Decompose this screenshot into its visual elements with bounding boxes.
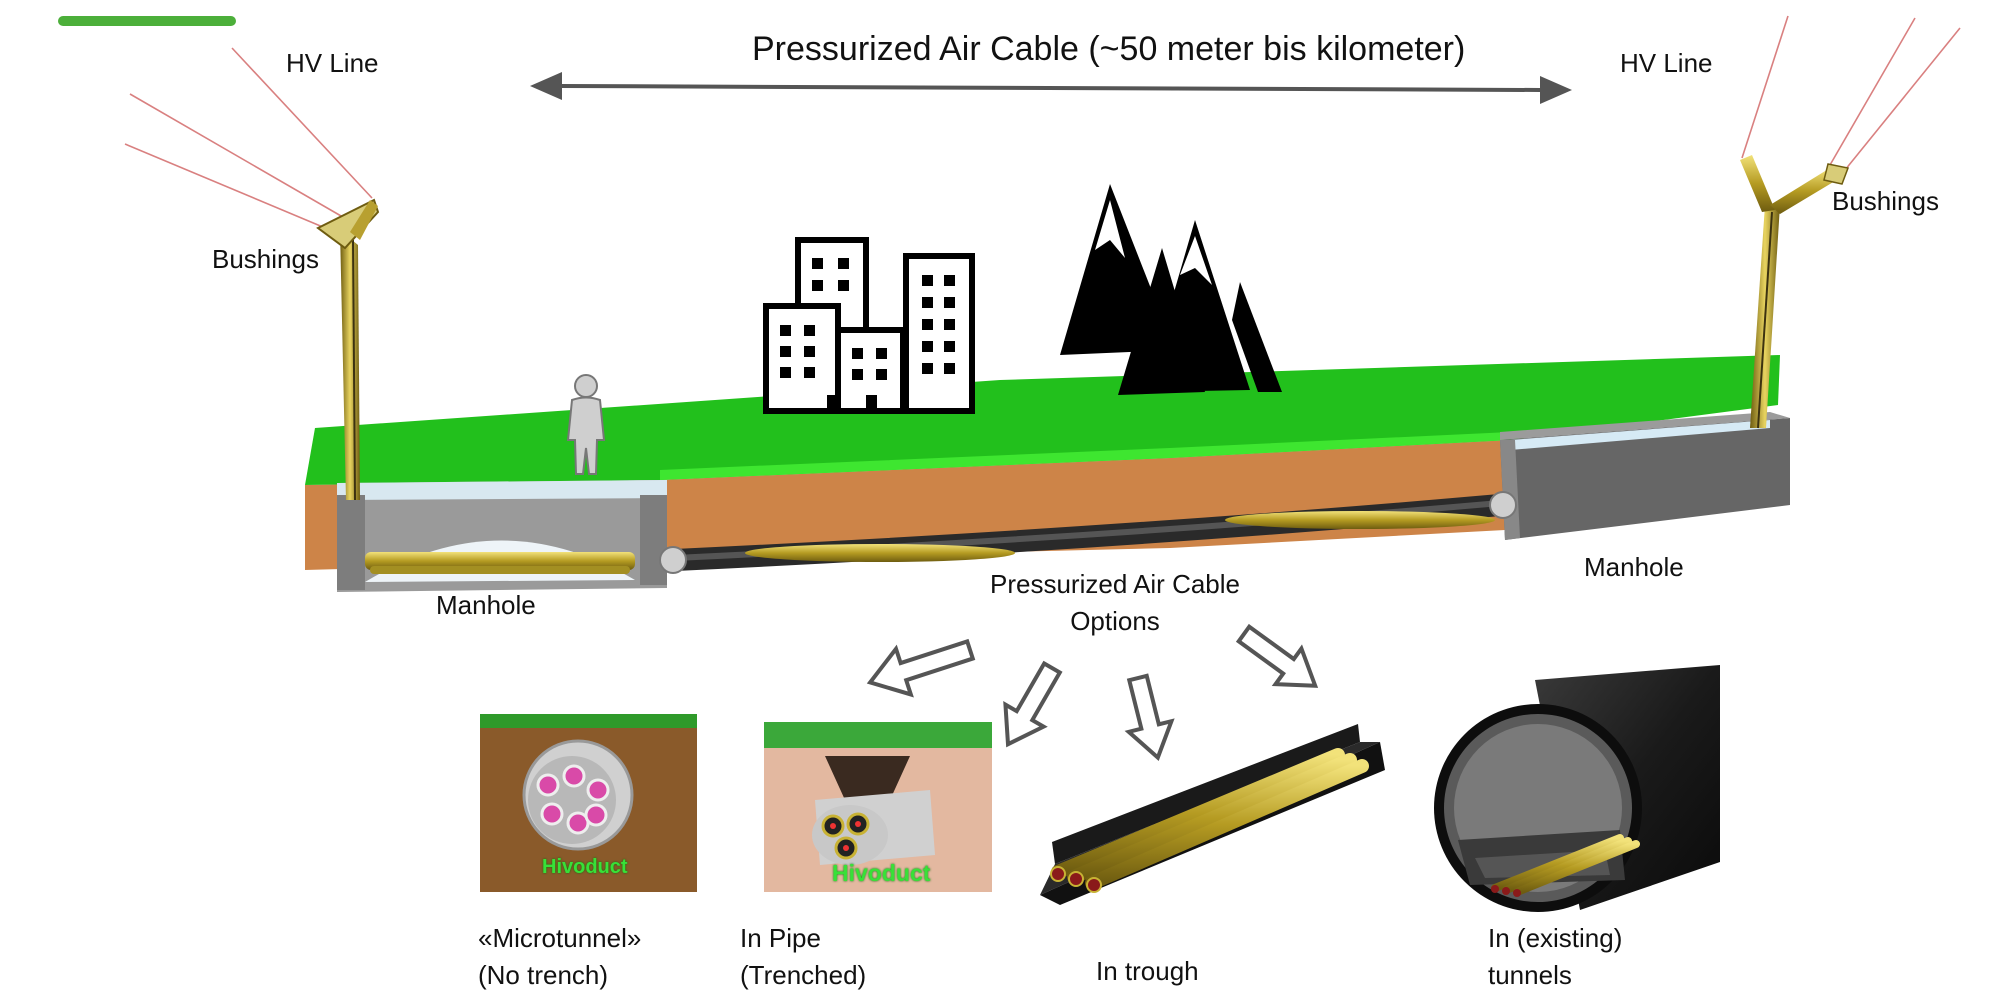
microtunnel-hivoduct-badge: Hivoduct (542, 856, 628, 878)
ground-section (305, 355, 1790, 592)
hv-line-right (1741, 15, 1961, 171)
cable-options-label: Pressurized Air Cable Options (990, 569, 1240, 636)
right-terminal (1740, 15, 1961, 429)
arrow-icon (1235, 623, 1319, 688)
left-manhole (337, 480, 667, 592)
mountains-icon (1060, 184, 1282, 395)
option-arrows (866, 623, 1319, 761)
hv-line-left (124, 47, 373, 231)
option-trough-image (1040, 724, 1385, 905)
left-terminal (124, 47, 380, 501)
diagram-title: Pressurized Air Cable (~50 meter bis kil… (752, 30, 1466, 68)
option-in-pipe-image (764, 722, 992, 892)
option-in-pipe-caption: In Pipe (Trenched) (740, 923, 867, 990)
arrow-icon (1003, 660, 1063, 748)
hv-line-right-label: HV Line (1620, 48, 1713, 78)
manhole-right-label: Manhole (1584, 552, 1684, 582)
option-tunnel-caption: In (existing) tunnels (1488, 923, 1623, 990)
option-microtunnel-image (480, 714, 697, 892)
option-tunnel-image (1434, 665, 1720, 912)
manhole-left-label: Manhole (436, 590, 536, 620)
option-trough-caption: In trough (1096, 956, 1199, 986)
right-manhole (1500, 412, 1790, 540)
option-microtunnel-caption: «Microtunnel» (No trench) (478, 923, 642, 990)
buried-cable (659, 491, 1517, 574)
bushings-left-label: Bushings (212, 244, 319, 274)
hv-line-left-label: HV Line (286, 48, 379, 78)
buildings-icon (763, 237, 975, 414)
arrow-icon (866, 638, 976, 698)
person-icon (566, 374, 606, 475)
bushings-right-label: Bushings (1832, 186, 1939, 216)
pipe-hivoduct-badge: Hivoduct (832, 860, 931, 886)
accent-bar (58, 16, 236, 26)
arrow-icon (1124, 673, 1175, 761)
distance-arrow (530, 72, 1572, 104)
